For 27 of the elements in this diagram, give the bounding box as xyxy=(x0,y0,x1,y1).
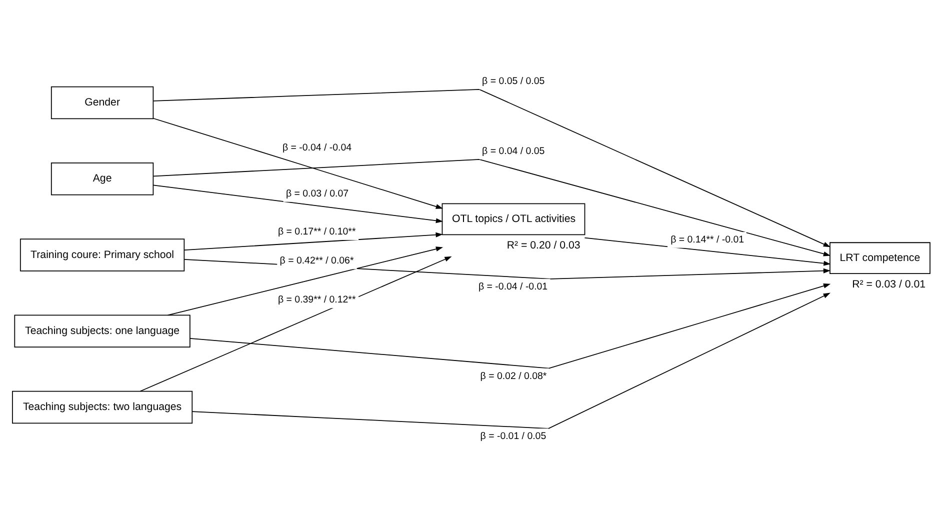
node-box: Age xyxy=(50,162,154,195)
arrow xyxy=(584,236,831,266)
node-box: Teaching subjects: two languages xyxy=(12,390,193,424)
edge-label: β = -0.04 / -0.04 xyxy=(282,142,352,153)
edge-label: β = 0.14** / -0.01 xyxy=(670,234,744,245)
edge-label: β = 0.05 / 0.05 xyxy=(482,75,545,86)
node-label: R² = 0.03 / 0.01 xyxy=(852,278,926,290)
node-box: Teaching subjects: one language xyxy=(14,314,190,348)
node-box: OTL topics / OTL activities xyxy=(442,202,586,235)
edge-label: β = 0.04 / 0.05 xyxy=(482,145,545,156)
node-box: Training coure: Primary school xyxy=(20,238,185,271)
edge-label: β = -0.01 / 0.05 xyxy=(480,430,546,442)
arrow xyxy=(153,158,831,256)
edge-label: β = 0.17** / 0.10** xyxy=(278,226,356,237)
arrow xyxy=(152,117,443,208)
edge-label: β = 0.42** / 0.06* xyxy=(280,255,354,266)
arrow xyxy=(167,246,444,316)
edge-label: β = 0.39** / 0.12** xyxy=(278,294,356,306)
arrow xyxy=(140,256,452,392)
node-box: Gender xyxy=(50,86,154,119)
edge-label: β = 0.03 / 0.07 xyxy=(286,188,349,199)
arrow xyxy=(190,283,831,368)
edge-label: β = -0.04 / -0.01 xyxy=(478,280,548,292)
edge-label: β = 0.02 / 0.08* xyxy=(480,370,547,382)
arrow xyxy=(184,232,443,250)
node-box: LRT competence xyxy=(830,242,930,274)
node-label: R² = 0.20 / 0.03 xyxy=(506,238,580,251)
